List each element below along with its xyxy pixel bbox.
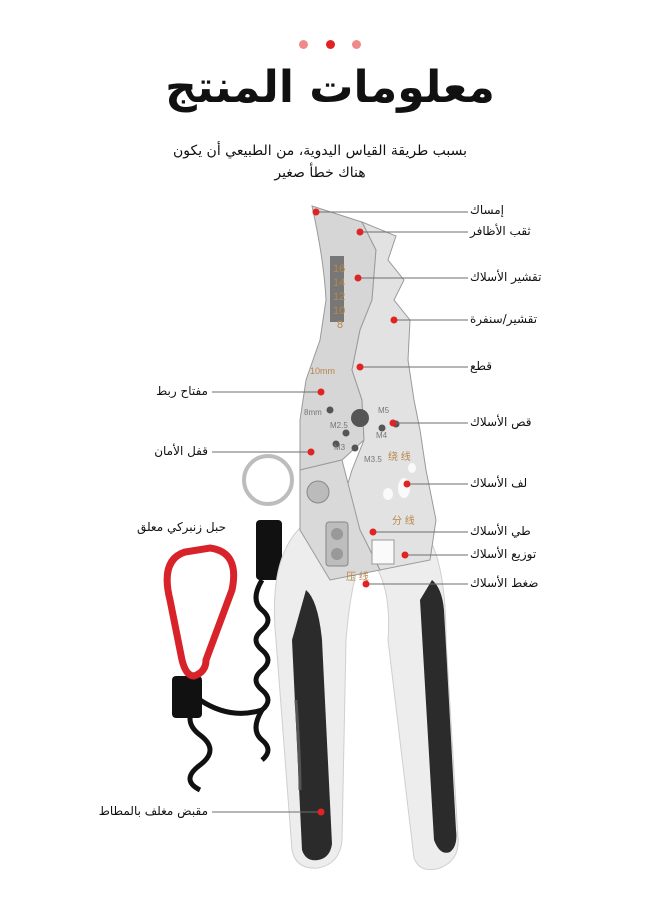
measurement-note: بسبب طريقة القياس اليدوية، من الطبيعي أن… bbox=[150, 140, 490, 184]
page-indicator bbox=[0, 34, 660, 53]
pliers-head bbox=[299, 205, 437, 581]
safety-lock-button bbox=[306, 480, 330, 504]
gauge-label: 10 bbox=[333, 305, 345, 317]
callout-rubber-grip: مقبض مغلف بالمطاط bbox=[98, 804, 208, 818]
bolt-size-label: 8mm bbox=[304, 408, 322, 417]
indicator-dot bbox=[299, 40, 309, 49]
bolt-size-label: M3 bbox=[334, 443, 346, 452]
callout-wire-cut: قص الأسلاك bbox=[470, 415, 532, 429]
right-handle bbox=[371, 539, 459, 871]
callout-wire-strip: تقشير الأسلاك bbox=[470, 270, 542, 284]
right-jaw bbox=[339, 221, 437, 571]
callout-dots bbox=[307, 208, 411, 816]
key-ring bbox=[242, 454, 294, 506]
indicator-dot bbox=[351, 40, 361, 49]
gauge-label: 8 bbox=[337, 319, 343, 331]
lanyard-sleeve bbox=[256, 520, 282, 580]
callout-wire-split: توزيع الأسلاك bbox=[470, 547, 537, 561]
bolt-size-label: M4 bbox=[376, 431, 388, 440]
callout-safety-lock: قفل الأمان bbox=[154, 444, 208, 458]
lanyard-clip bbox=[172, 676, 202, 718]
bolt-size-label: M5 bbox=[378, 406, 390, 415]
gauge-label: 14 bbox=[333, 277, 345, 289]
callout-lines bbox=[212, 211, 468, 813]
callout-wrench: مفتاح ربط bbox=[156, 384, 208, 398]
stripping-teeth bbox=[330, 256, 344, 322]
cut-size-label: 10mm bbox=[310, 366, 335, 376]
measurement-note-line-1: بسبب طريقة القياس اليدوية، من الطبيعي أن… bbox=[172, 143, 468, 159]
callout-wire-twist: لف الأسلاك bbox=[470, 476, 528, 490]
callout-wire-crimp: ضغط الأسلاك bbox=[470, 576, 539, 590]
jaw-markings: 16 14 12 10 8 10mm 8mm M2.5 M3 M4 M3.5 M… bbox=[304, 263, 415, 583]
gauge-label: 12 bbox=[333, 291, 345, 303]
measurement-note-line-2: هناك خطأ صغير bbox=[274, 165, 366, 181]
carabiner bbox=[163, 544, 238, 680]
twist-marking: 绕 线 bbox=[388, 450, 411, 463]
coiled-lanyard bbox=[163, 454, 294, 793]
callout-grip: إمساك bbox=[470, 203, 505, 217]
indicator-dot-active bbox=[325, 40, 335, 49]
split-marking: 分 线 bbox=[392, 514, 415, 527]
bolt-size-label: M2.5 bbox=[330, 421, 348, 430]
callout-cut: قطع bbox=[470, 359, 492, 373]
pivot-bolt bbox=[351, 409, 369, 427]
page-title: معلومات المنتج bbox=[165, 62, 495, 113]
press-marking: 压 线 bbox=[346, 570, 369, 583]
callout-spring-lanyard: حبل زنبركي معلق bbox=[136, 520, 226, 534]
callout-nail-hole: ثقب الأظافر bbox=[470, 224, 531, 238]
bolt-size-label: M3.5 bbox=[364, 455, 382, 464]
callout-strip-sand: تقشير/سنفرة bbox=[470, 312, 538, 326]
left-handle bbox=[273, 527, 361, 869]
callout-wire-bend: طي الأسلاك bbox=[470, 524, 531, 538]
gauge-label: 16 bbox=[333, 263, 345, 275]
